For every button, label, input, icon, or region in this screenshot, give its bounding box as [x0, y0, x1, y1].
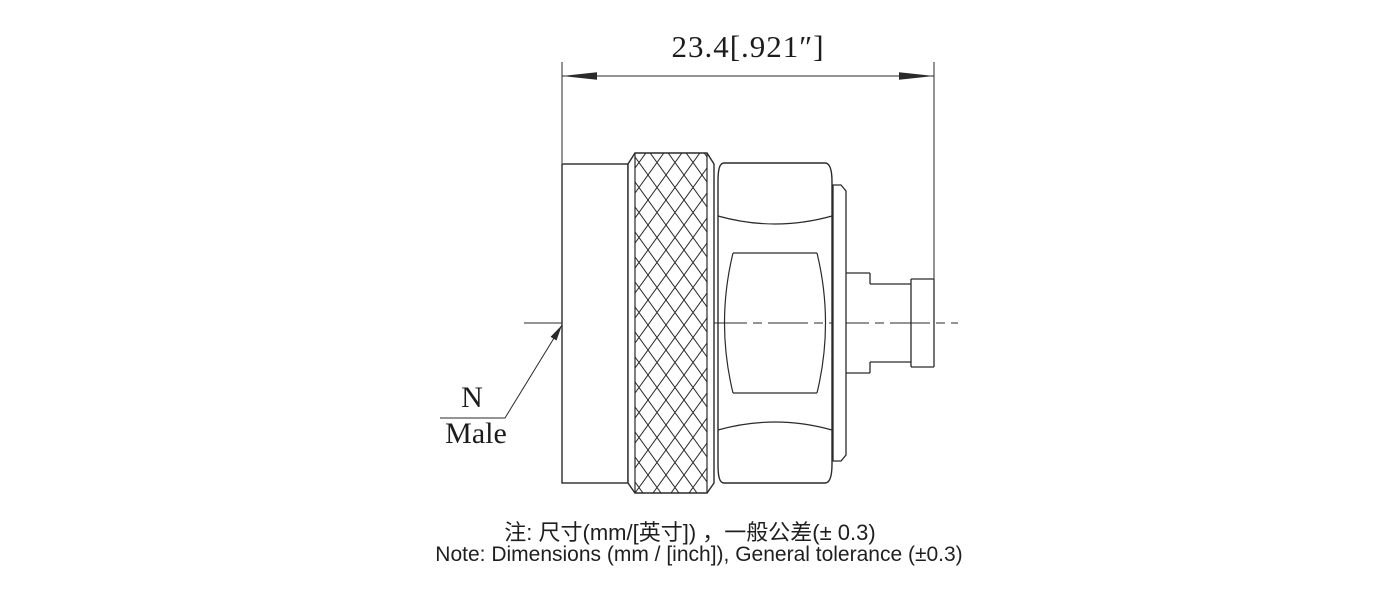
hex-bottom-facet-arc	[717, 421, 833, 431]
hex-nut	[717, 162, 833, 484]
rear-cylinder	[870, 283, 911, 363]
hex-outline	[717, 162, 833, 484]
hex-mid-facet-right-arc	[816, 252, 827, 394]
note-chinese: 注: 尺寸(mm/[英寸]) ，一般公差(± 0.3)	[504, 520, 876, 545]
end-cap	[910, 278, 935, 368]
dimension-arrow-left	[562, 72, 597, 80]
dimension-label: 23.4[.921″]	[671, 29, 825, 64]
back-flange	[832, 184, 847, 462]
leader-arrow	[550, 325, 562, 341]
knurl-hatch	[635, 153, 707, 493]
step-cylinder	[846, 272, 871, 374]
leader-path	[440, 324, 563, 419]
connector-type-label: N	[461, 381, 483, 414]
connector-gender-label: Male	[445, 417, 507, 450]
hex-mid-facet-left-arc	[723, 252, 734, 394]
hex-top-facet-arc	[717, 215, 833, 225]
note-english: Note: Dimensions (mm / [inch]), General …	[435, 543, 963, 566]
leader-line	[440, 324, 563, 419]
dimension-group	[561, 62, 935, 279]
coupling-nut-body	[561, 163, 629, 484]
rear-section	[846, 272, 935, 374]
dimension-arrow-right	[899, 72, 934, 80]
knurl-band	[627, 152, 715, 494]
